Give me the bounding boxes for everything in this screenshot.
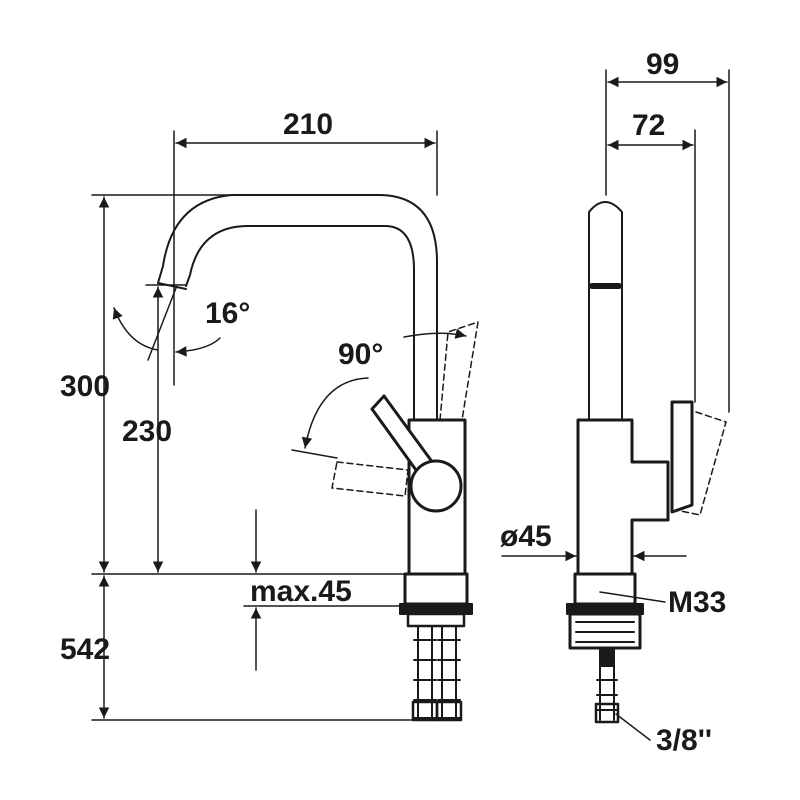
dim-90-arc	[301, 377, 369, 449]
spout-tip	[157, 282, 187, 290]
base-ring	[403, 572, 469, 606]
base-side-ring	[573, 572, 637, 606]
dim-label-o45: ø45	[500, 520, 552, 553]
hose-side	[596, 665, 618, 721]
spout-alt-position	[439, 321, 479, 421]
dim-90-ray	[291, 449, 338, 459]
front-view	[157, 194, 479, 722]
dimension-lines	[91, 69, 730, 741]
hose-side-nut	[594, 702, 620, 724]
spout-side-outline	[588, 201, 623, 421]
spout-outer	[157, 194, 438, 421]
body-side-outline	[576, 418, 670, 576]
dim-label-90deg: 90°	[338, 338, 384, 371]
dim-label-99: 99	[646, 48, 680, 81]
dim-label-16deg: 16°	[205, 297, 251, 330]
dim-16-arc-2	[175, 337, 221, 357]
dim-label-max45: max.45	[250, 575, 352, 608]
dim-label-542: 542	[60, 633, 111, 666]
dim-label-300: 300	[60, 370, 111, 403]
hose-nut-right	[435, 700, 463, 722]
base-flange	[399, 603, 473, 615]
dim-label-3-8: 3/8''	[656, 724, 712, 757]
clamp-side-threads	[575, 621, 635, 643]
leader-m33	[599, 591, 666, 603]
hose-left	[413, 625, 437, 721]
dim-90-arc-2	[403, 328, 467, 339]
leader-38	[615, 713, 651, 741]
dim-label-m33: M33	[668, 586, 727, 619]
lever-side-alt	[675, 411, 727, 516]
spout-inner	[185, 225, 415, 421]
lever-side	[670, 400, 694, 514]
side-view	[566, 201, 727, 724]
lever-alt-position	[331, 461, 409, 497]
base-clamp	[406, 612, 466, 628]
hose-right	[437, 625, 461, 721]
lever-knob	[409, 459, 463, 513]
dim-label-210: 210	[283, 108, 334, 141]
dim-label-72: 72	[632, 109, 666, 142]
dim-16-ray	[147, 287, 177, 361]
dim-16-arc	[112, 307, 159, 351]
stem-side	[599, 647, 615, 667]
dim-label-230: 230	[122, 415, 173, 448]
